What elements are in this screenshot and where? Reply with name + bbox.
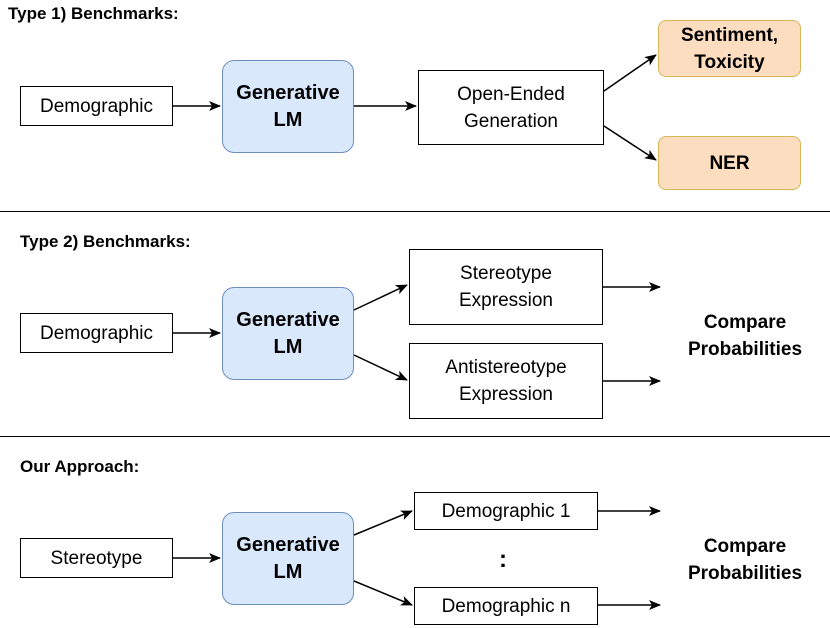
section-1-generation-line-2: Generation [463, 110, 558, 132]
section-2-heading: Type 2) Benchmarks: [20, 232, 191, 251]
section-3-demographic-1-box: Demographic 1 [414, 492, 598, 530]
section-1-demographic-label: Demographic [40, 95, 153, 117]
section-2-compare-line-1: Compare [703, 312, 787, 333]
section-3-demographic-1-label: Demographic 1 [441, 500, 571, 522]
section-2-compare-line-2: Probabilities [687, 339, 803, 360]
arrow-s3-lm-to-demographic-n [353, 580, 413, 606]
section-3-compare-probabilities: Compare Probabilities [670, 533, 820, 587]
section-1-lm-line-1: Generative [236, 81, 340, 104]
section-3-compare-line-2: Probabilities [687, 563, 803, 584]
section-divider-1 [0, 211, 830, 212]
section-2-stereotype-line-1: Stereotype [460, 263, 552, 284]
section-2-generative-lm-box: Generative LM [222, 287, 354, 380]
section-1-ner-box: NER [658, 136, 801, 190]
section-2-compare-probabilities: Compare Probabilities [670, 309, 820, 363]
section-3-lm-line-1: Generative [236, 533, 340, 556]
section-1-sentiment-line-1: Sentiment, [680, 24, 779, 46]
section-1-ner-label: NER [709, 152, 750, 174]
section-2-lm-line-2: LM [273, 335, 303, 358]
section-2-demographic-box: Demographic [20, 313, 173, 353]
section-2-antistereotype-line-1: Antistereotype [445, 357, 567, 378]
section-3-heading: Our Approach: [20, 457, 140, 476]
section-2-lm-line-1: Generative [236, 308, 340, 331]
section-1-generation-line-1: Open-Ended [457, 83, 565, 105]
section-3-lm-line-2: LM [273, 560, 303, 583]
section-2-demographic-label: Demographic [40, 322, 153, 344]
section-3-stereotype-box: Stereotype [20, 538, 173, 578]
section-3-generative-lm-box: Generative LM [222, 512, 354, 605]
section-2-stereotype-expression-box: Stereotype Expression [409, 249, 603, 325]
section-1-open-ended-generation-box: Open-Ended Generation [418, 70, 604, 145]
section-1-lm-line-2: LM [273, 108, 303, 131]
section-2-antistereotype-line-2: Expression [459, 384, 553, 405]
section-2-antistereotype-expression-box: Antistereotype Expression [409, 343, 603, 419]
section-3-demographic-n-box: Demographic n [414, 587, 598, 625]
arrow-s2-lm-to-antistereotype [353, 354, 408, 381]
arrow-s1-generation-to-ner [603, 125, 657, 161]
section-2-stereotype-line-2: Expression [459, 290, 553, 311]
section-1-sentiment-toxicity-box: Sentiment, Toxicity [658, 20, 801, 77]
section-3-stereotype-label: Stereotype [50, 547, 143, 569]
section-divider-2 [0, 436, 830, 437]
arrow-s2-lm-to-stereotype [353, 284, 408, 311]
section-1-demographic-box: Demographic [20, 86, 173, 126]
arrow-s1-generation-to-sentiment [603, 54, 657, 92]
section-3-demographic-n-label: Demographic n [441, 595, 571, 617]
arrow-s3-lm-to-demographic-1 [353, 510, 413, 536]
section-1-heading: Type 1) Benchmarks: [8, 4, 179, 23]
section-1-sentiment-line-2: Toxicity [694, 51, 765, 73]
section-3-ellipsis: : [499, 546, 507, 573]
section-3-compare-line-1: Compare [703, 536, 787, 557]
section-1-generative-lm-box: Generative LM [222, 60, 354, 153]
